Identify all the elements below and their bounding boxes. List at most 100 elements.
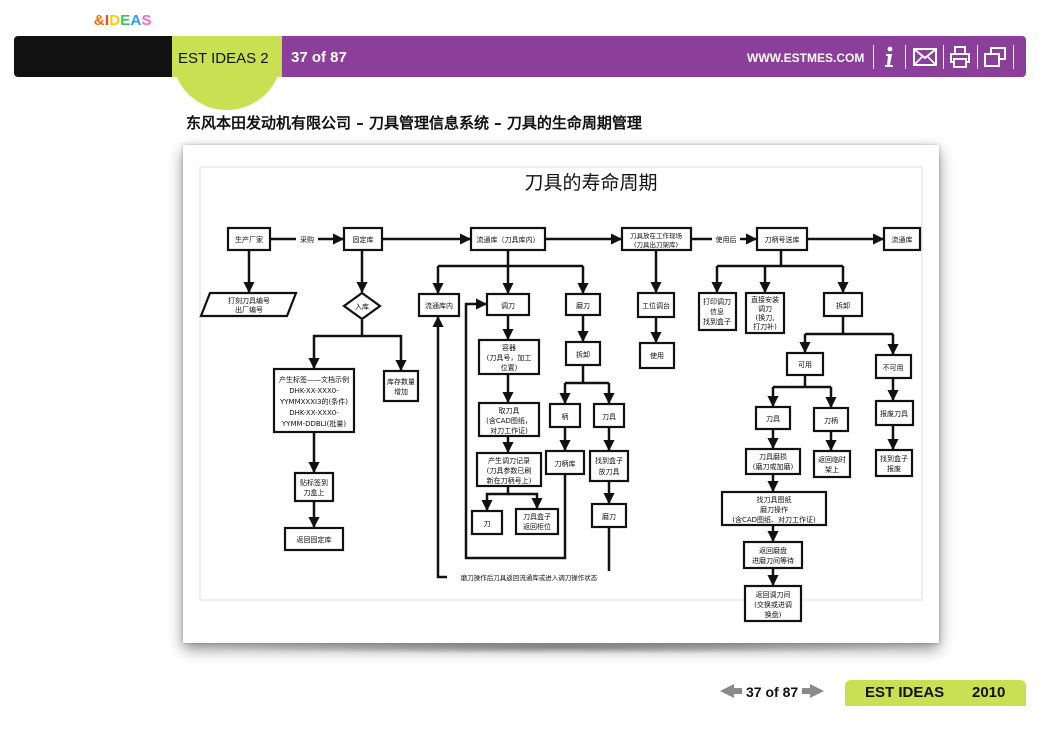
note-bg: [447, 571, 611, 583]
next-page-arrow-icon[interactable]: [802, 683, 825, 702]
node-label: 刀具: [766, 415, 780, 423]
node-label: 磨刀操作: [760, 505, 788, 514]
node-unusable: [874, 353, 913, 380]
node-handle-bin: [544, 449, 586, 476]
node-label: 打刻刀具编号: [228, 296, 270, 305]
brand-letter: I: [104, 12, 110, 29]
node-label: 刀柄号送库: [765, 235, 800, 244]
node-label: 出厂编号: [235, 305, 263, 314]
node-usable: [785, 351, 825, 377]
edge-label-purchase: 采购: [300, 235, 314, 244]
node-label: 返回柜位: [523, 522, 551, 531]
node-label: 刀具磨损: [759, 452, 787, 461]
node-stock-increase: [382, 369, 420, 403]
node-label: (刀具参数已刷: [487, 466, 532, 475]
node-label: 新在刀柄号上): [487, 476, 532, 485]
node-blade: [592, 402, 626, 429]
node-label: 对刀工作证): [490, 426, 528, 435]
brand-letter: S: [141, 12, 152, 29]
node-return-adjust: [743, 584, 803, 623]
node-label: (刀具号，加工: [487, 353, 532, 362]
node-label: 取刀具: [499, 407, 520, 415]
node-label: 刀柄库: [555, 459, 576, 468]
window-icon[interactable]: [983, 45, 1007, 69]
node-blade2: [754, 405, 792, 431]
node-label: 换盘): [765, 610, 782, 619]
node-label: 拆卸: [836, 301, 850, 310]
node-flow-bin-inner: [417, 292, 461, 318]
prev-page-arrow-icon[interactable]: [720, 683, 742, 702]
node-repair-info: [697, 291, 738, 332]
node-label: 放刀具: [599, 467, 620, 476]
card-shadow: [190, 640, 932, 654]
print-icon[interactable]: [949, 45, 971, 69]
node-label: 位置): [501, 363, 518, 372]
issue-tab-label[interactable]: EST IDEAS 2: [178, 50, 269, 67]
brand-letter: D: [109, 12, 121, 29]
node-label: 增加: [394, 387, 408, 396]
node-label: (含CAD图纸、对刀工作证): [732, 515, 816, 524]
node-scrap-blade: [874, 399, 915, 427]
node-tool-holder: [477, 338, 541, 376]
website-link[interactable]: WWW.ESTMES.COM: [747, 51, 865, 65]
node-return-fixed: [283, 526, 345, 552]
node-label: 直接安装: [751, 295, 779, 304]
node-label: 贴标签到: [300, 478, 328, 487]
node-label: (含CAD图纸，: [486, 416, 532, 425]
node-grind-box: [588, 449, 630, 483]
brand-letter: E: [120, 12, 131, 29]
node-label: 信息: [710, 307, 724, 316]
footer-brand: EST IDEAS: [865, 684, 945, 701]
brand-logo[interactable]: EST&IDEAS: [64, 12, 152, 29]
node-return-shelf: [812, 449, 852, 479]
node-label: 工位调台: [642, 301, 670, 310]
node-generate-label: [272, 367, 356, 434]
node-label: 库存数量: [387, 377, 415, 386]
node-disassemble: [564, 340, 602, 367]
node-label: 可用: [798, 361, 812, 369]
node-station-fit: [636, 291, 676, 319]
toolbar-separator: [905, 45, 906, 69]
node-grind-op: [590, 502, 628, 529]
page-title: 东风本田发动机有限公司 – 刀具管理信息系统 – 刀具的生命周期管理: [186, 114, 642, 132]
node-handle2: [812, 406, 850, 433]
node-label: (交换或进调: [754, 600, 792, 609]
node-label: 找到盒子: [595, 456, 623, 465]
toolbar-left-black: [14, 36, 198, 77]
node-label: (磨刀或加磨): [753, 462, 794, 471]
node-flow-bin-end: [882, 226, 922, 252]
footer-year: 2010: [972, 684, 1006, 701]
node-inbound-decision: [342, 291, 382, 321]
node-label: DHK-XX-XXX0-: [289, 409, 339, 417]
pager: 37 of 87: [720, 683, 825, 702]
bottom-note: 磨刀操作后刀具返回流通库或进入调刀操作状态: [461, 573, 598, 582]
node-label: 流通库: [892, 235, 913, 244]
node-label: 返回固定库: [297, 535, 332, 544]
node-label: (刀具出刀架库): [634, 240, 678, 249]
node-disassemble2: [822, 291, 864, 318]
edge-label-bg: [296, 233, 318, 245]
node-scrap-box: [874, 448, 914, 478]
node-label: 找到盒子: [880, 454, 908, 463]
node-use: [638, 341, 676, 370]
node-return-grind: [742, 540, 804, 570]
node-label: 入库: [355, 302, 369, 311]
brand-est: EST: [64, 12, 94, 29]
node-label: YYMMXXXI3的(条件): [279, 397, 348, 406]
edge-label-bg: [712, 233, 740, 245]
node-grind: [564, 292, 602, 317]
node-label: 调刀: [501, 301, 515, 310]
node-label: 找刀具图纸: [757, 495, 792, 504]
brand-amp: &: [93, 12, 105, 29]
node-label: 不可用: [883, 364, 904, 372]
node-label: 柄: [562, 412, 569, 421]
info-icon[interactable]: [880, 45, 898, 69]
mail-icon[interactable]: [912, 45, 938, 69]
node-fixed-bin: [342, 226, 384, 252]
node-get-tool: [477, 401, 541, 438]
node-machine-adjust: [744, 291, 786, 335]
node-adjust: [485, 292, 531, 317]
node-find-drawing: [720, 490, 828, 527]
node-label: 刀盒上: [304, 488, 325, 497]
node-label: 固定库: [353, 235, 374, 244]
